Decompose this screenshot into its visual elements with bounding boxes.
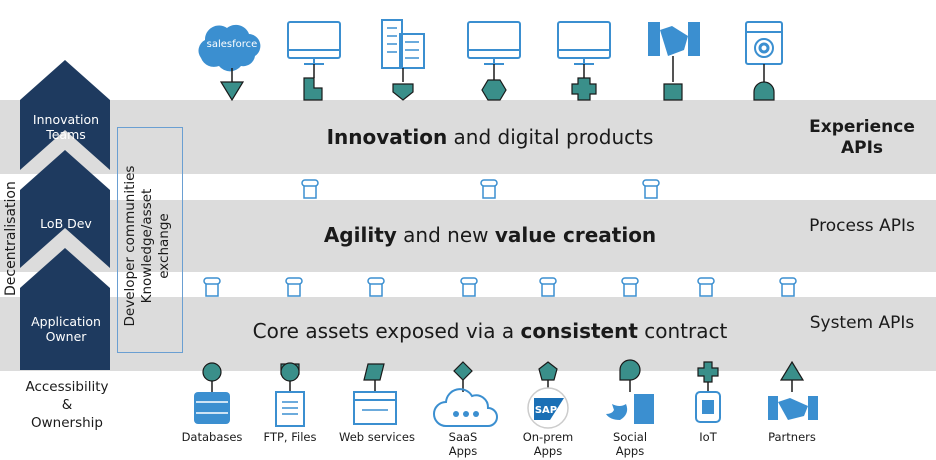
process-title: Agility and new value creation	[190, 223, 790, 247]
connectors-row-2	[203, 277, 797, 297]
system-title: Core assets exposed via a consistent con…	[190, 319, 790, 343]
connector-icon	[460, 277, 478, 297]
acc-line-3: Ownership	[31, 415, 103, 431]
source-label-partners: Partners	[768, 430, 816, 444]
building-icon	[381, 19, 425, 101]
connector-icon	[779, 277, 797, 297]
iot-icon	[695, 361, 721, 423]
developer-communities-text: Developer communities Knowledge/asset ex…	[122, 146, 174, 346]
chevron-label-bottom: Application Owner	[31, 314, 101, 344]
connector-icon	[539, 277, 557, 297]
connector-icon	[480, 179, 498, 199]
process-apis-label: Process APIs	[809, 216, 915, 236]
chevron-label-top: Innovation Teams	[32, 112, 100, 142]
connector-icon	[203, 277, 221, 297]
connector-icon	[301, 179, 319, 199]
experience-band	[0, 100, 936, 174]
database-icon	[194, 362, 230, 424]
chevron-mid	[20, 150, 110, 268]
source-label-social: Social Apps	[612, 430, 648, 458]
chevron-stack	[20, 60, 110, 370]
source-label-iot: IoT	[699, 430, 717, 444]
monitor-icon-3	[557, 21, 611, 101]
sap-icon: SAP	[527, 361, 569, 429]
connector-icon	[621, 277, 639, 297]
connector-icon	[285, 277, 303, 297]
handshake-icon-top	[648, 22, 700, 101]
process-title-bold-1: Agility	[323, 223, 397, 247]
experience-title: Innovation and digital products	[190, 125, 790, 149]
acc-line-1: Accessibility	[25, 379, 109, 395]
dev-line-3: exchange	[156, 213, 172, 279]
source-label-ftp: FTP, Files	[263, 430, 317, 444]
source-label-saas: SaaS Apps	[448, 430, 478, 458]
chevron-label-mid: LoB Dev	[40, 216, 92, 231]
source-label-web: Web services	[339, 430, 415, 444]
developer-communities-box	[117, 127, 183, 353]
social-icon	[606, 359, 654, 424]
washing-machine-icon	[745, 21, 783, 101]
accessibility-ownership-label: Accessibility & Ownership	[8, 378, 126, 432]
system-title-pre: Core assets exposed via a	[252, 319, 521, 343]
system-title-post: contract	[637, 319, 728, 343]
web-window-icon	[353, 363, 397, 425]
process-title-mid: and new	[396, 223, 495, 247]
file-icon	[275, 362, 305, 427]
dev-line-2: Knowledge/asset	[139, 188, 155, 304]
system-band	[0, 297, 936, 371]
system-title-bold: consistent	[520, 319, 638, 343]
decentralisation-label: Decentralisation	[3, 181, 19, 296]
experience-apis-label: Experience APIs	[809, 117, 915, 158]
acc-line-2: &	[61, 397, 73, 413]
connector-icon	[642, 179, 660, 199]
dev-line-1: Developer communities	[122, 165, 138, 327]
source-icons: SAP	[194, 359, 818, 429]
connector-icon	[697, 277, 715, 297]
experience-title-rest: and digital products	[447, 125, 654, 149]
monitor-icon-2	[467, 21, 521, 101]
system-apis-label: System APIs	[809, 313, 915, 333]
source-label-databases: Databases	[181, 430, 243, 444]
monitor-icon-1	[287, 21, 341, 101]
salesforce-text: salesforce	[207, 39, 258, 50]
handshake-icon-bottom	[768, 360, 818, 420]
chevron-top	[20, 60, 110, 170]
top-icons: salesforce	[198, 19, 783, 102]
salesforce-icon: salesforce	[198, 24, 261, 102]
process-title-bold-2: value creation	[494, 223, 657, 247]
source-label-onprem: On-prem Apps	[522, 430, 574, 458]
connectors-row-1	[301, 179, 660, 199]
connector-icon	[367, 277, 385, 297]
sap-text: SAP	[535, 405, 557, 416]
process-band	[0, 200, 936, 272]
cloud-icon	[433, 361, 498, 427]
experience-title-bold: Innovation	[326, 125, 448, 149]
chevron-bottom	[20, 248, 110, 370]
